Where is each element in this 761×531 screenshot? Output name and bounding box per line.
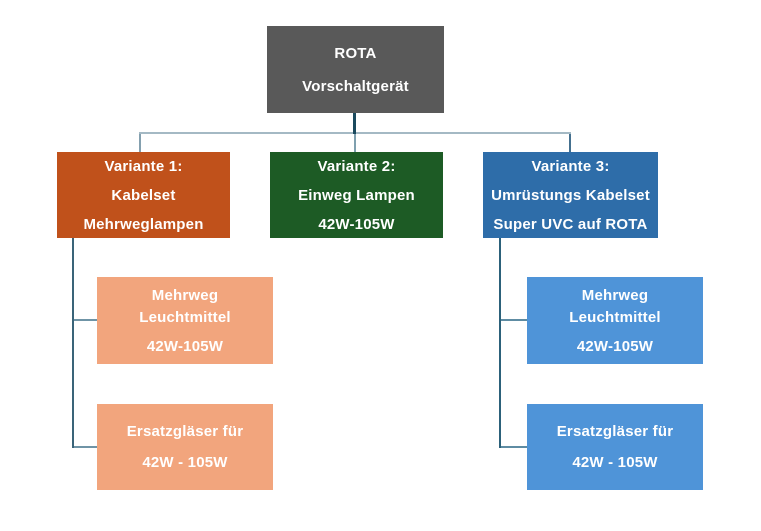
connector-drop-variant1 (139, 134, 141, 152)
node-label-line: Mehrweg (581, 286, 649, 304)
node-label-line: Variante 3: (531, 157, 610, 175)
node-label-line: Ersatzgläser für (126, 423, 244, 440)
node-variante-2: Variante 2: Einweg Lampen 42W-105W (270, 152, 443, 238)
node-variante-3: Variante 3: Umrüstungs Kabelset Super UV… (483, 152, 658, 238)
connector-variant3-branch (499, 238, 501, 448)
connector-drop-variant2 (354, 134, 356, 152)
connector-variant3-child2-stub (501, 446, 527, 448)
node-label-line: Leuchtmittel (569, 308, 661, 326)
node-label-line: Leuchtmittel (139, 308, 231, 326)
node-label-line: 42W-105W (146, 337, 224, 355)
node-label-line: 42W - 105W (572, 454, 658, 471)
node-label-line: Super UVC auf ROTA (493, 215, 648, 233)
connector-variant1-child1-stub (74, 319, 97, 321)
node-label-line: Mehrweglampen (83, 215, 204, 233)
node-label-line: 42W-105W (576, 337, 654, 355)
connector-root-stem (353, 112, 356, 134)
node-label-line: Kabelset (111, 186, 176, 204)
node-variante-1: Variante 1: Kabelset Mehrweglampen (57, 152, 230, 238)
node-label-line: 42W - 105W (142, 454, 228, 471)
node-label-line: Variante 1: (104, 157, 183, 175)
connector-variant1-child2-stub (74, 446, 97, 448)
node-variante1-ersatzglaeser: Ersatzgläser für 42W - 105W (97, 404, 273, 490)
connector-variant1-branch (72, 238, 74, 448)
node-label-line: Mehrweg (151, 286, 219, 304)
node-label-line: ROTA (334, 44, 377, 62)
node-label-line: Variante 2: (317, 157, 396, 175)
node-label-line: Umrüstungs Kabelset (491, 186, 650, 204)
node-label-line: Einweg Lampen (298, 186, 415, 204)
node-rota-vorschaltgeraet: ROTA Vorschaltgerät (267, 26, 444, 113)
node-label-line: Vorschaltgerät (302, 77, 409, 95)
node-variante3-mehrweg-leuchtmittel: Mehrweg Leuchtmittel 42W-105W (527, 277, 703, 364)
node-variante3-ersatzglaeser: Ersatzgläser für 42W - 105W (527, 404, 703, 490)
node-label-line: Ersatzgläser für (556, 423, 674, 440)
node-label-line: 42W-105W (318, 215, 395, 233)
node-variante1-mehrweg-leuchtmittel: Mehrweg Leuchtmittel 42W-105W (97, 277, 273, 364)
connector-variant3-child1-stub (501, 319, 527, 321)
connector-drop-variant3 (569, 134, 571, 152)
